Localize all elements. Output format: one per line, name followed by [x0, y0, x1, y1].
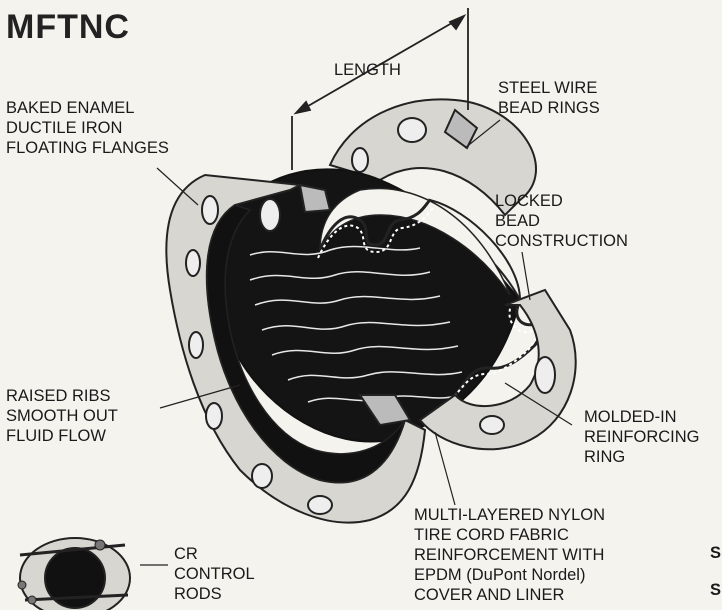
label-locked-bead: LOCKED BEAD CONSTRUCTION — [495, 191, 628, 251]
label-raised-ribs: RAISED RIBS SMOOTH OUT FLUID FLOW — [6, 386, 118, 446]
label-molded-ring: MOLDED-IN REINFORCING RING — [584, 407, 700, 467]
edge-letter-2: S — [710, 580, 721, 600]
label-control-rods: CR CONTROL RODS — [174, 544, 255, 604]
label-steel-wire: STEEL WIRE BEAD RINGS — [498, 78, 600, 118]
label-length: LENGTH — [334, 60, 401, 80]
edge-letter-1: S — [710, 543, 721, 563]
label-nylon-reinforcement: MULTI-LAYERED NYLON TIRE CORD FABRIC REI… — [414, 505, 605, 605]
label-flanges: BAKED ENAMEL DUCTILE IRON FLOATING FLANG… — [6, 98, 169, 158]
control-rods-thumbnail — [18, 538, 168, 610]
